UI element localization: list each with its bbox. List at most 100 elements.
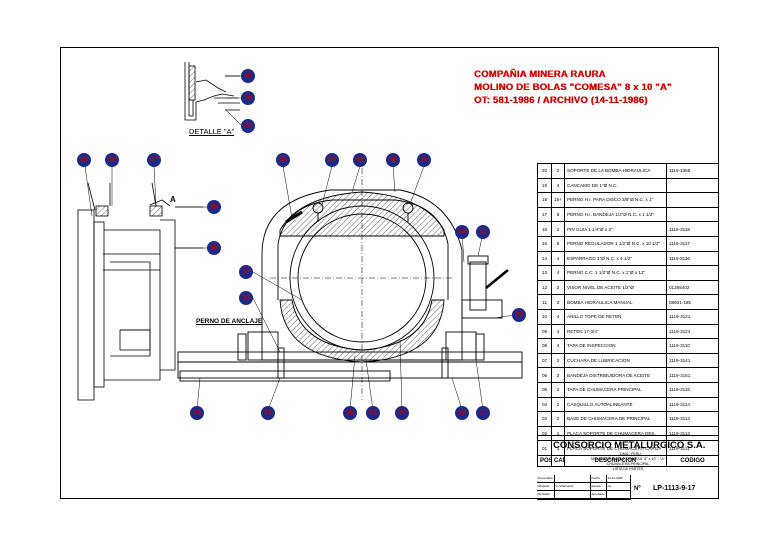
side-view <box>77 182 203 401</box>
parts-code: 1119-3115 <box>666 381 719 398</box>
parts-desc: TAPA DE INSPECCION <box>564 338 667 354</box>
parts-pos: 10 <box>537 308 552 325</box>
header-code: CODIGO <box>666 454 719 467</box>
balloon-07: 07 <box>325 153 339 167</box>
svg-text:01: 01 <box>264 410 272 417</box>
balloon-16: 16 <box>343 406 357 420</box>
parts-code: 01265402 <box>666 279 719 296</box>
aprobado-label: Aprobado <box>591 491 607 500</box>
parts-list-header: POS CANT DESCRIPCION CODIGO <box>537 454 719 467</box>
parts-desc: PIN GUIA 1 1/4"Ø x 3" <box>564 221 667 237</box>
parts-pos: 05 <box>537 381 552 398</box>
svg-text:18: 18 <box>210 204 218 211</box>
parts-desc: BASE DE CHUMACERA DE PRINCIPAL <box>564 411 667 427</box>
balloon-16-side: 16 <box>207 241 221 255</box>
svg-text:20: 20 <box>515 312 523 319</box>
parts-pos: 08 <box>537 338 552 354</box>
client-name: COMPAÑIA MINERA RAURA <box>474 69 606 80</box>
svg-text:16: 16 <box>346 410 354 417</box>
fecha-label: Fecha <box>591 475 607 483</box>
parts-code <box>666 177 719 194</box>
balloon-02: 02 <box>190 406 204 420</box>
parts-pos: 18 <box>537 192 552 208</box>
parts-pos: 12 <box>537 279 552 296</box>
parts-cant: 2 <box>551 411 565 427</box>
svg-text:03: 03 <box>369 410 377 417</box>
work-order: OT: 581-1986 / ARCHIVO (14-11-1986) <box>474 95 648 106</box>
balloon-12: 12 <box>455 406 469 420</box>
svg-text:07: 07 <box>328 157 336 164</box>
parts-desc: RETEN 17-3/4" <box>564 323 667 340</box>
parts-pos: 06 <box>537 367 552 383</box>
parts-code: 1119-3141 <box>666 352 719 369</box>
parts-code: 1115-3116 <box>666 250 719 267</box>
balloon-06: 06 <box>353 153 367 167</box>
parts-cant: 16+ <box>551 192 565 208</box>
parts-cant: 4 <box>551 265 565 281</box>
balloon-01: 01 <box>261 406 275 420</box>
drawing-frame <box>60 47 719 499</box>
parts-pos: 14 <box>537 250 552 267</box>
parts-desc: VISOR NIVEL DE ACEITE 1/2"Ø <box>564 279 667 296</box>
parts-pos: 11 <box>537 294 552 310</box>
bearing-elevation <box>177 168 523 400</box>
company-name: CONSORCIO METALURGICO S.A. <box>553 440 706 451</box>
parts-pos: 09 <box>537 323 552 340</box>
svg-text:19: 19 <box>420 157 428 164</box>
svg-text:07: 07 <box>150 157 158 164</box>
svg-text:16: 16 <box>210 245 218 252</box>
svg-text:15: 15 <box>479 410 487 417</box>
anchor-bolt-label: PERNO DE ANCLAJE <box>196 318 263 325</box>
balloon-09-detail: 09 <box>241 119 255 133</box>
parts-code <box>666 206 719 223</box>
machine-title: MOLINO DE BOLAS "COMESA" 8 x 10 "A" <box>474 82 672 93</box>
balloon-17: 17 <box>239 265 253 279</box>
parts-desc: CASQUILLO AUTOALINEANTE <box>564 396 667 413</box>
balloon-11: 11 <box>476 225 490 239</box>
svg-text:14: 14 <box>458 229 466 236</box>
svg-text:17: 17 <box>242 269 250 276</box>
parts-desc: BANDEJA DISTRIBUIDORA DE ACEITE <box>564 367 667 383</box>
parts-code <box>666 192 719 208</box>
parts-pos: 20 <box>537 163 552 179</box>
balloon-14: 14 <box>455 225 469 239</box>
svg-text:06: 06 <box>356 157 364 164</box>
aprobado-value <box>607 491 631 500</box>
proyectado-value <box>555 475 591 483</box>
parts-pos: 17 <box>537 206 552 223</box>
parts-desc: ANILLO TOPE DE RETEN <box>564 308 667 325</box>
balloon-10: 10 <box>77 153 91 167</box>
fecha-value: 14-11-1986 <box>607 475 631 483</box>
detail-a-marker: A <box>170 195 176 204</box>
parts-desc: CUCHARA DE LUBRICACION <box>564 352 667 369</box>
parts-cant: 2 <box>551 381 565 398</box>
escala-value: s/e <box>607 483 631 491</box>
parts-cant: 2 <box>551 163 565 179</box>
parts-cant: 4 <box>551 177 565 194</box>
balloon-07-side: 07 <box>147 153 161 167</box>
parts-desc: ESPARRAGO 1"Ø N.C. x 4 1/2" <box>564 250 667 267</box>
parts-code <box>666 265 719 281</box>
tb-line-3: LISTA DE PARTES <box>612 467 644 471</box>
parts-code: 1119-3121 <box>666 308 719 325</box>
header-pos: POS <box>537 454 552 467</box>
parts-pos: 16 <box>537 221 552 237</box>
svg-text:02: 02 <box>193 410 201 417</box>
balloon-15: 15 <box>476 406 490 420</box>
drawing-number-label: Nº <box>634 486 641 492</box>
parts-desc: SOPORTE DE LA BOMBA HIDRAULICA <box>564 163 667 179</box>
parts-pos: 13 <box>537 265 552 281</box>
proyectado-label: Proyectado <box>537 475 555 483</box>
parts-desc: PERNO H.I. PARA DISCO 3/8"Ø N.C. x 1" <box>564 192 667 208</box>
revisado-label: Revisado <box>537 491 555 500</box>
parts-desc: PERNO REGULADOR 1 1/2"Ø N.C. x 10 1/2" <box>564 235 667 252</box>
parts-desc: PERNO H.I. BANDEJA 1/2"Ø N.C. x 1 1/2" <box>564 206 667 223</box>
svg-text:19: 19 <box>244 95 252 102</box>
